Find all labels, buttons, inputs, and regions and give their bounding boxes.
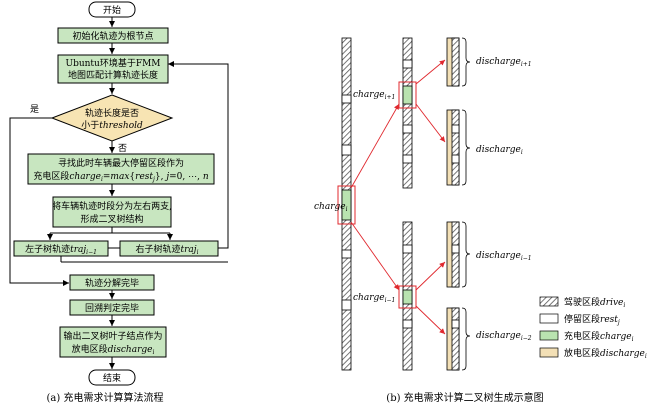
split-label-1: 将车辆轨迹时段分为左右两支, (52, 200, 172, 212)
charge-upper-label: chargei+1 (353, 90, 395, 101)
discharge-label-3: dischargei−1 (476, 251, 532, 262)
start-node: 开始 (88, 1, 136, 18)
fmm-box: Ubuntu环境基于FMM 地图匹配计算轨迹长度 (57, 54, 169, 84)
discharge-label-1: dischargei+1 (476, 57, 532, 68)
end-node: 结束 (88, 369, 136, 386)
right-subtree-box: 右子树轨迹traji (119, 240, 219, 257)
flowchart: 开始 初始化轨迹为根节点 Ubuntu环境基于FMM 地图匹配计算轨迹长度 轨迹… (9, 1, 229, 404)
leaf-bar-4 (446, 307, 460, 371)
decomp-done-box: 轨迹分解完毕 (69, 274, 155, 291)
left-subtree-box: 左子树轨迹traji−1 (13, 240, 109, 257)
decision-label-2: 小于threshold (81, 120, 143, 131)
legend-discharge-label: 放电区段dischargei (564, 347, 647, 360)
find-label-2: 充电区段chargei=max{restj}, j=0, ⋯, n (33, 170, 209, 183)
charge-root-label: chargei (314, 202, 348, 213)
no-label: 否 (118, 143, 127, 154)
decomp-done-label: 轨迹分解完毕 (85, 277, 139, 289)
discharge-label-2: dischargei (476, 145, 523, 156)
leaf-braces (461, 37, 471, 371)
leaf-bar-3 (446, 221, 460, 288)
output-label-1: 输出二叉树叶子结点作为 (63, 330, 162, 342)
backtrack-done-label: 回溯判定完毕 (85, 302, 139, 314)
legend-rest-swatch (539, 313, 559, 324)
decision-diamond: 轨迹长度是否 小于threshold (50, 94, 174, 142)
end-label: 结束 (103, 372, 121, 384)
tree-diagram: chargei chargei+1 chargei−1 (314, 37, 647, 404)
find-box: 寻找此时车辆最大停留区段作为 充电区段chargei=max{restj}, j… (27, 153, 215, 185)
output-box: 输出二叉树叶子结点作为 放电区段dischargei (59, 326, 167, 358)
backtrack-done-box: 回溯判定完毕 (69, 299, 155, 316)
legend-charge-label: 充电区段chargei (564, 330, 634, 343)
output-label-2: 放电区段dischargei (72, 343, 155, 356)
caption-a: (a) 充电需求计算算法流程 (47, 391, 164, 404)
legend-discharge-swatch (539, 347, 559, 358)
charge-lower-label: chargei−1 (353, 293, 395, 304)
split-box: 将车辆轨迹时段分为左右两支, 形成二叉树结构 (52, 196, 172, 228)
legend: 驾驶区段drivei 停留区段restj 充电区段chargei 放电区段dis… (539, 296, 647, 360)
legend-rest-label: 停留区段restj (564, 313, 620, 326)
decision-label-1: 轨迹长度是否 (85, 107, 139, 119)
fmm-label-2: 地图匹配计算轨迹长度 (68, 69, 158, 81)
init-box: 初始化轨迹为根节点 (57, 27, 169, 44)
fmm-label-1: Ubuntu环境基于FMM (65, 57, 160, 69)
legend-charge-swatch (539, 330, 559, 341)
root-trajectory-bar (337, 37, 356, 371)
left-subtree-label: 左子树轨迹traji−1 (25, 243, 97, 256)
leaf-bar-1 (446, 37, 460, 87)
split-label-2: 形成二叉树结构 (80, 213, 143, 225)
upper-trajectory-bar (398, 37, 417, 189)
discharge-label-4: dischargei−2 (476, 331, 532, 342)
start-label: 开始 (103, 4, 121, 16)
right-subtree-label: 右子树轨迹traji (135, 243, 198, 256)
yes-label: 是 (30, 104, 39, 115)
legend-drive-swatch (539, 296, 559, 307)
init-label: 初始化轨迹为根节点 (72, 30, 153, 42)
leaf-bar-2 (446, 109, 460, 186)
lower-trajectory-bar (398, 221, 417, 371)
legend-drive-label: 驾驶区段drivei (564, 296, 625, 309)
find-label-1: 寻找此时车辆最大停留区段作为 (58, 157, 184, 169)
split-arrows (350, 59, 446, 335)
caption-b: (b) 充电需求计算二叉树生成示意图 (386, 391, 543, 404)
